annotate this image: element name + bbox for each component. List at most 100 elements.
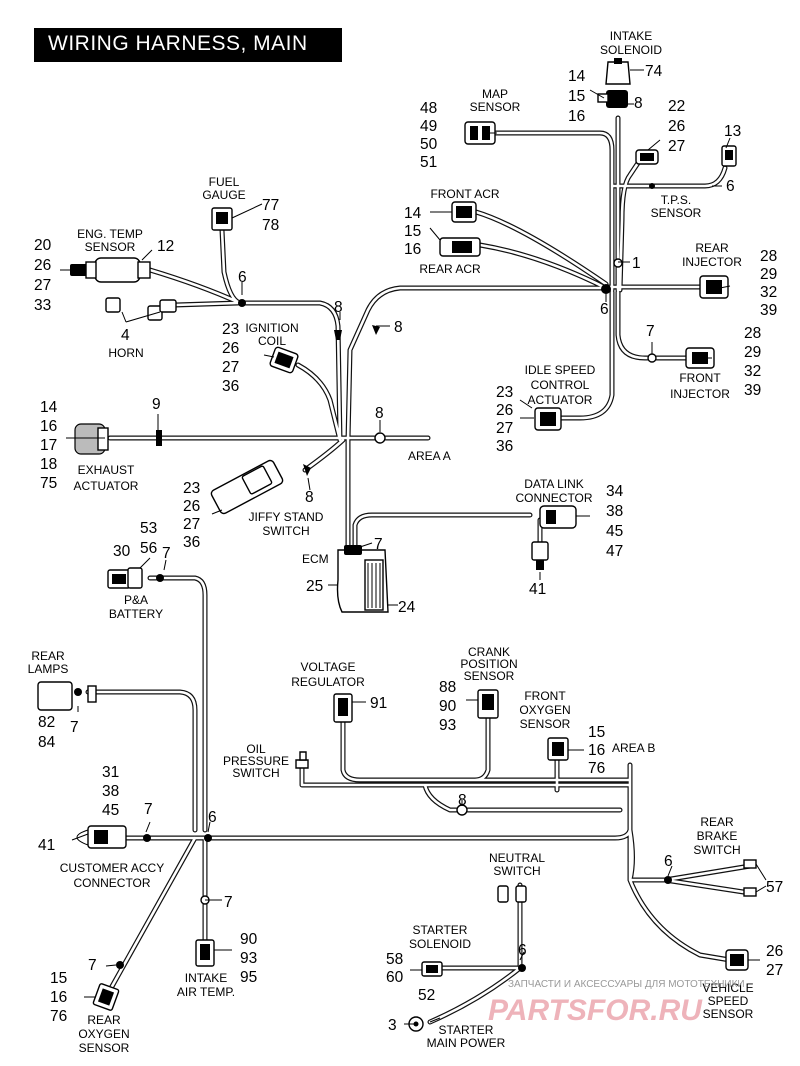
callout: 38 <box>102 783 119 800</box>
callout: 26 <box>183 498 200 515</box>
ecm-module <box>336 545 389 613</box>
callout: 36 <box>183 534 200 551</box>
title-bar <box>34 28 342 62</box>
leader-lines <box>60 69 767 1025</box>
data-link-connector <box>531 505 577 570</box>
oil-pressure-switch <box>295 751 309 769</box>
label-horn: HORN <box>108 346 143 360</box>
callout: 53 <box>140 520 157 537</box>
callout: 27 <box>668 138 685 155</box>
callout: 76 <box>50 1008 67 1025</box>
callout: 14 <box>568 68 586 85</box>
callout: 16 <box>50 989 67 1006</box>
watermark-brand: PARTSFOR.RU <box>488 994 703 1027</box>
callout: 7 <box>70 719 79 736</box>
callout: 91 <box>370 695 387 712</box>
callout: 22 <box>668 98 685 115</box>
callout: 6 <box>600 301 609 318</box>
label-tps-sensor: T.P.S.SENSOR <box>651 193 702 220</box>
callout: 45 <box>102 802 119 819</box>
callout: 29 <box>760 266 777 283</box>
callout: 51 <box>420 154 437 171</box>
callout: 38 <box>606 503 623 520</box>
horn-connectors <box>105 297 177 321</box>
callout: 3 <box>388 1017 397 1034</box>
callout: 8 <box>458 792 467 809</box>
callout: 39 <box>760 302 777 319</box>
pa-battery-connector <box>107 567 143 589</box>
callout: 27 <box>34 277 51 294</box>
harness-clips <box>74 183 672 972</box>
tps-connector-left <box>635 149 659 165</box>
callout: 36 <box>222 378 239 395</box>
starter-solenoid-connector <box>421 961 443 977</box>
intake-solenoid-plug <box>597 90 628 108</box>
callout: 82 <box>38 714 55 731</box>
callout: 78 <box>262 217 279 234</box>
callout: 45 <box>606 523 623 540</box>
callout: 8 <box>394 319 403 336</box>
callout: 60 <box>386 969 404 986</box>
callout: 17 <box>40 437 57 454</box>
callout: 16 <box>404 241 421 258</box>
callout: 75 <box>40 475 57 492</box>
callout: 74 <box>645 63 663 80</box>
callout: 27 <box>222 359 239 376</box>
exhaust-actuator <box>74 423 109 455</box>
callout: 77 <box>262 197 279 214</box>
callout: 25 <box>306 578 323 595</box>
callout: 28 <box>744 325 761 342</box>
callout: 90 <box>439 698 457 715</box>
callout: 7 <box>374 536 383 553</box>
rear-brake-switch-ends <box>743 859 757 897</box>
callout: 24 <box>398 599 416 616</box>
callout: 26 <box>34 257 51 274</box>
callout: 15 <box>404 223 421 240</box>
callout: 14 <box>404 205 422 222</box>
front-acr-connector <box>451 201 477 223</box>
callout: 36 <box>496 438 513 455</box>
label-rear-acr: REAR ACR <box>419 262 481 276</box>
callout: 49 <box>420 118 437 135</box>
callout: 32 <box>744 363 761 380</box>
page-title: WIRING HARNESS, MAIN <box>48 32 308 55</box>
callout: 6 <box>664 853 673 870</box>
callout: 27 <box>496 420 513 437</box>
callout: 29 <box>744 344 761 361</box>
callout: 58 <box>386 951 403 968</box>
intake-air-temp-connector <box>195 939 215 967</box>
rear-oxygen-connector <box>92 983 120 1011</box>
callout: 14 <box>40 399 58 416</box>
callout: 56 <box>140 540 157 557</box>
callout: 93 <box>240 950 257 967</box>
front-injector-connector <box>685 347 715 369</box>
watermark: ЗАПЧАСТИ И АКСЕССУАРЫ ДЛЯ МОТОТЕХНИКИ PA… <box>488 979 745 1027</box>
callout: 15 <box>50 970 67 987</box>
callout: 7 <box>144 801 153 818</box>
tps-connector-right <box>721 145 737 167</box>
callout: 30 <box>113 543 131 560</box>
callout: 76 <box>588 760 605 777</box>
callout: 28 <box>760 248 777 265</box>
callout: 39 <box>744 382 761 399</box>
callout: 31 <box>102 764 119 781</box>
wire-harness <box>85 115 753 1025</box>
